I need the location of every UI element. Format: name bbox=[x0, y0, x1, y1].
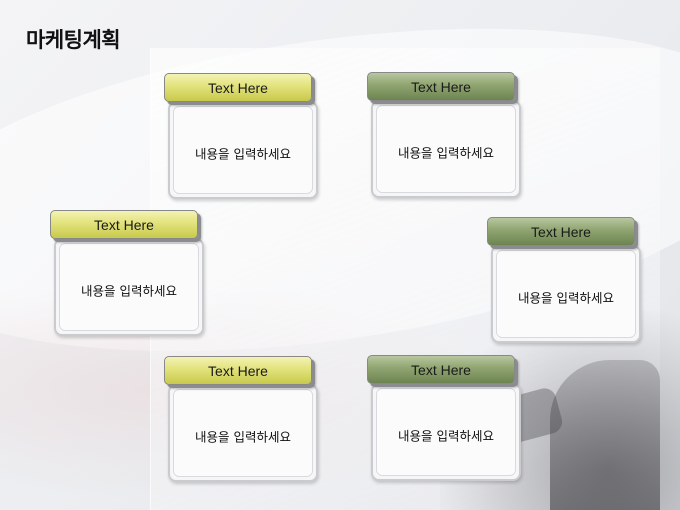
card-5: Text Here 내용을 입력하세요 bbox=[164, 356, 318, 486]
card-2: Text Here 내용을 입력하세요 bbox=[367, 72, 521, 202]
card-header[interactable]: Text Here bbox=[164, 356, 312, 385]
card-header[interactable]: Text Here bbox=[367, 72, 515, 101]
card-body[interactable]: 내용을 입력하세요 bbox=[371, 383, 521, 481]
card-header[interactable]: Text Here bbox=[50, 210, 198, 239]
card-body[interactable]: 내용을 입력하세요 bbox=[371, 100, 521, 198]
slide-title: 마케팅계획 bbox=[26, 28, 121, 52]
card-header[interactable]: Text Here bbox=[487, 217, 635, 246]
card-body-text: 내용을 입력하세요 bbox=[398, 145, 494, 161]
card-body[interactable]: 내용을 입력하세요 bbox=[168, 384, 318, 482]
card-6: Text Here 내용을 입력하세요 bbox=[367, 355, 521, 485]
card-header[interactable]: Text Here bbox=[367, 355, 515, 384]
card-body[interactable]: 내용을 입력하세요 bbox=[491, 245, 641, 343]
card-header[interactable]: Text Here bbox=[164, 73, 312, 102]
card-body-text: 내용을 입력하세요 bbox=[81, 283, 177, 299]
card-body-text: 내용을 입력하세요 bbox=[398, 428, 494, 444]
card-3: Text Here 내용을 입력하세요 bbox=[50, 210, 204, 340]
card-body[interactable]: 내용을 입력하세요 bbox=[168, 101, 318, 199]
card-body-text: 내용을 입력하세요 bbox=[518, 290, 614, 306]
card-4: Text Here 내용을 입력하세요 bbox=[487, 217, 641, 347]
photo-figure bbox=[550, 360, 660, 510]
card-1: Text Here 내용을 입력하세요 bbox=[164, 73, 318, 203]
card-body-text: 내용을 입력하세요 bbox=[195, 429, 291, 445]
card-body[interactable]: 내용을 입력하세요 bbox=[54, 238, 204, 336]
card-body-text: 내용을 입력하세요 bbox=[195, 146, 291, 162]
